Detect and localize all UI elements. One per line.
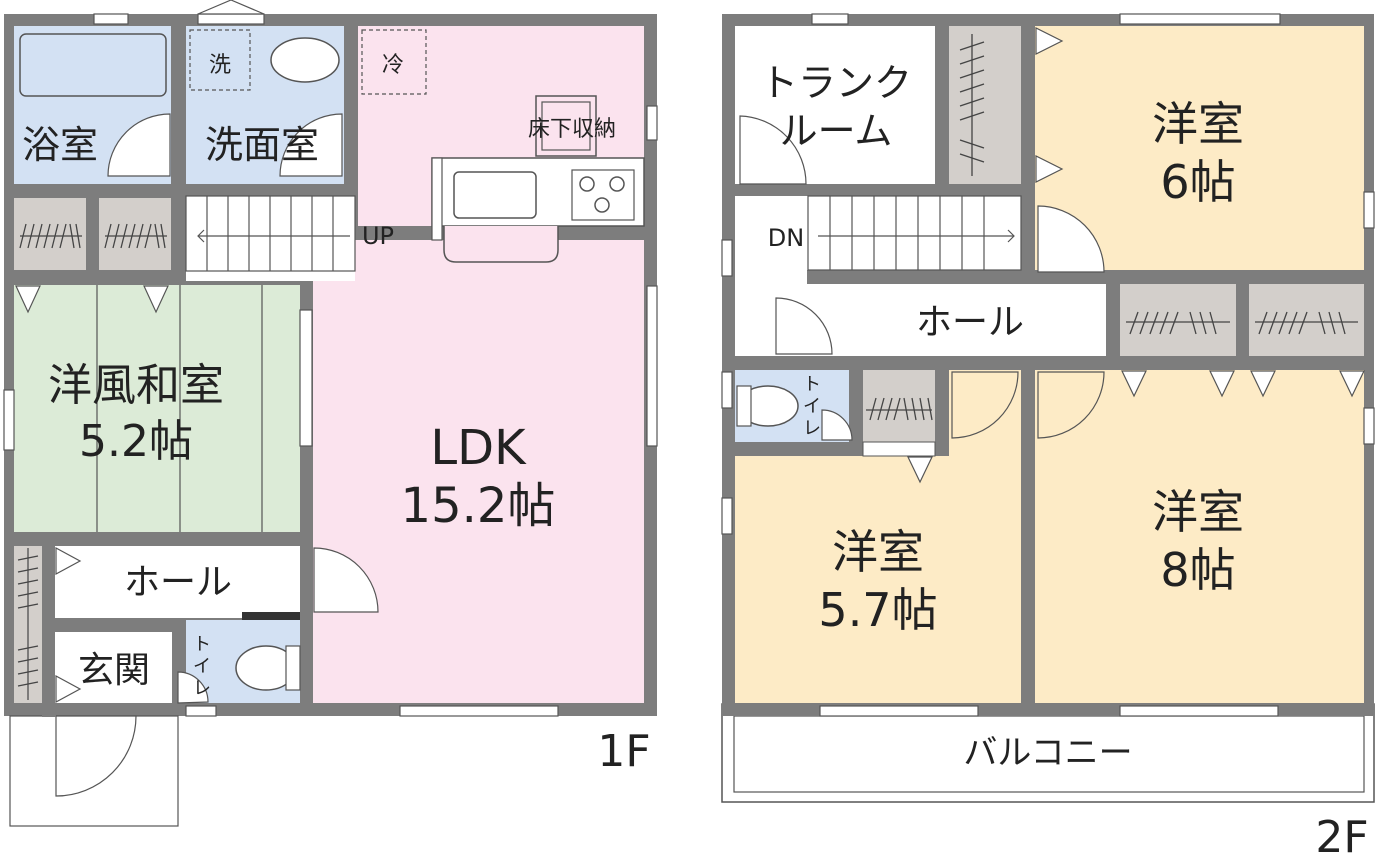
label-hall-1f: ホール [124, 562, 232, 603]
windows-2f [721, 13, 1375, 717]
doors-2f [739, 115, 1105, 441]
windows-1f [3, 13, 658, 717]
kitchen-sink-icon [453, 171, 537, 219]
bathtub [19, 33, 167, 97]
label-room57: 洋室 [832, 525, 924, 579]
bath-door [107, 113, 171, 177]
fridge-box [361, 29, 427, 95]
washitsu-floor [14, 285, 300, 532]
label-toilet-2f-a: ト [803, 374, 821, 395]
closet-doors-1f [15, 285, 169, 314]
label-trunk-room-b: ルーム [780, 109, 893, 153]
room57-floor [735, 456, 1021, 703]
closet-doors-2f [907, 27, 1365, 484]
label-toilet-1f-a: ト [193, 634, 211, 655]
underfloor-storage-inner [541, 101, 591, 151]
label-washitsu-size: 5.2帖 [79, 416, 193, 467]
hall-1f-floor [55, 546, 300, 618]
label-washroom: 洗面室 [205, 123, 319, 167]
washroom-door [279, 113, 343, 177]
closet-2f-top [949, 26, 1021, 184]
label-trunk-room-a: トランク [760, 61, 912, 105]
underfloor-storage-outer [535, 95, 597, 157]
label-underfloor-storage: 床下収納 [528, 117, 616, 142]
label-floor-1f: 1F [597, 726, 650, 777]
label-entrance: 玄関 [78, 650, 150, 691]
label-toilet-2f-b: イ [803, 396, 821, 417]
shoe-closet-hatch [17, 548, 39, 700]
label-room6-size: 6帖 [1160, 155, 1235, 209]
label-washitsu: 洋風和室 [48, 360, 224, 411]
ldk-door [313, 547, 379, 613]
ldk-floor [313, 240, 644, 703]
label-bath: 浴室 [22, 123, 98, 167]
balcony [721, 703, 1375, 803]
washer-box [189, 29, 251, 91]
label-toilet-2f-c: レ [803, 418, 821, 439]
closet-2f-c [1120, 284, 1236, 356]
label-balcony: バルコニー [963, 733, 1132, 773]
closet-hatch-2f [866, 34, 1358, 421]
counter-wall [431, 157, 443, 241]
label-stairs-up: UP [362, 222, 394, 250]
label-room6: 洋室 [1152, 97, 1244, 151]
label-hall-2f: ホール [916, 302, 1024, 343]
closet-2f-e [863, 370, 935, 442]
tatami-lines [96, 285, 263, 532]
stairs-1f [185, 195, 356, 272]
label-washer: 洗 [209, 53, 231, 78]
closet-1f-a [14, 198, 86, 270]
kitchen-bar-counter [443, 226, 559, 263]
stairs-2f [807, 195, 1022, 271]
closet-1f-b [99, 198, 171, 270]
room8-floor [1035, 370, 1364, 703]
label-stairs-dn: DN [768, 224, 804, 252]
label-toilet-1f-b: イ [193, 656, 211, 677]
label-floor-2f: 2F [1315, 812, 1368, 862]
closet-hatch-1f [19, 223, 167, 249]
closet-2f-d [1249, 284, 1364, 356]
floor-1f: 浴室 洗面室 洗 冷 床下収納 UP 洋風和室 5.2帖 LDK 15.2帖 ホ… [3, 0, 658, 827]
label-room8-size: 8帖 [1160, 543, 1235, 597]
toilet-1f-door [177, 671, 209, 704]
room6-floor [1035, 26, 1364, 270]
entrance-door [55, 715, 137, 797]
label-ldk-size: 15.2帖 [401, 478, 556, 534]
label-fridge: 冷 [382, 53, 404, 78]
label-room8: 洋室 [1152, 485, 1244, 539]
sink-icon [270, 37, 340, 83]
label-ldk: LDK [430, 420, 527, 476]
floor-2f: トランク ルーム DN 洋室 6帖 ホール ト イ レ 洋室 5.7帖 洋室 8… [721, 13, 1375, 862]
label-toilet-1f-c: レ [193, 678, 211, 699]
label-room57-size: 5.7帖 [818, 583, 937, 637]
